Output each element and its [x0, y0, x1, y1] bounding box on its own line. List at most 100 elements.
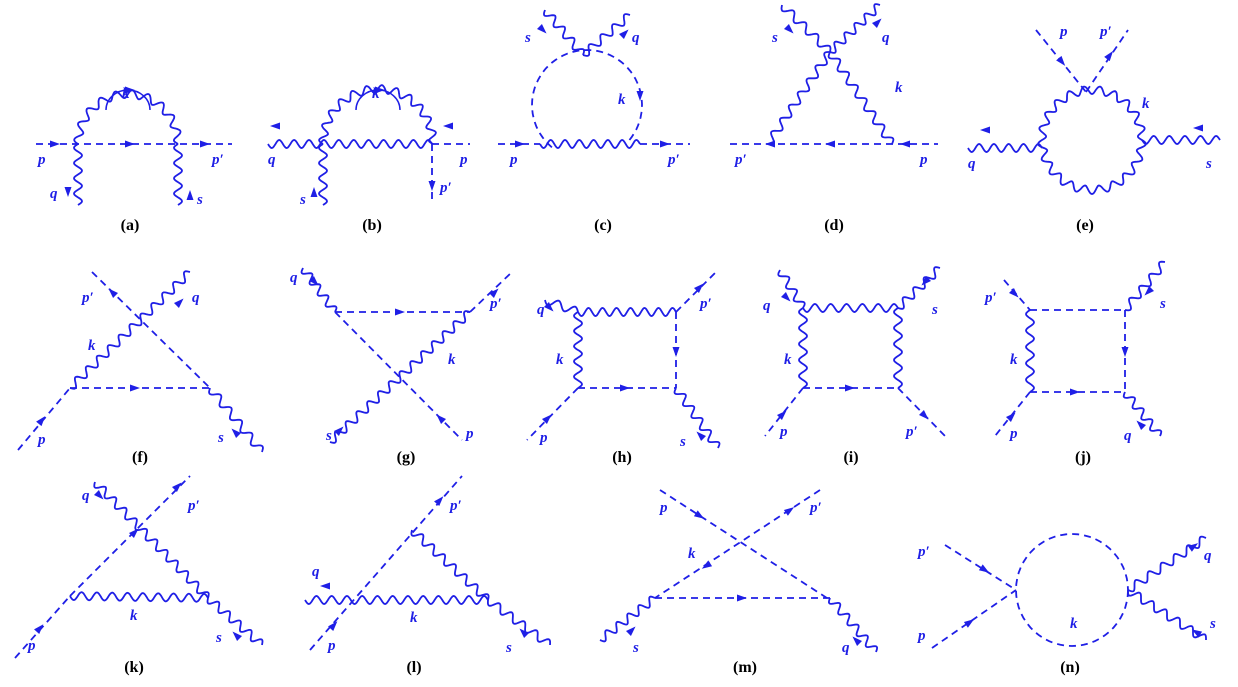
momentum-label: p	[1058, 24, 1068, 40]
photon-propagator	[543, 9, 585, 56]
momentum-label: q	[842, 640, 850, 656]
momentum-label: p′	[733, 152, 747, 168]
diagram-caption: (k)	[124, 659, 144, 676]
photon-propagator	[487, 599, 551, 646]
momentum-label: p	[538, 430, 548, 446]
momentum-label: p′	[808, 500, 822, 516]
momentum-label: k	[1010, 352, 1018, 368]
momentum-arrow	[443, 122, 453, 130]
momentum-label: p′	[1098, 24, 1112, 40]
momentum-label: p	[458, 152, 468, 168]
momentum-arrow	[871, 18, 882, 29]
momentum-arrow	[1136, 420, 1147, 431]
momentum-arrow	[395, 308, 405, 316]
photon-propagator	[1124, 260, 1166, 312]
momentum-arrow	[1121, 347, 1129, 357]
photon-propagator	[967, 143, 1043, 153]
momentum-label: s	[196, 192, 203, 208]
photon-propagator	[780, 4, 832, 53]
diagram-caption: (n)	[1060, 659, 1080, 676]
momentum-label: p	[658, 500, 668, 516]
photon-propagator	[599, 595, 656, 643]
momentum-label: p′	[438, 180, 452, 196]
momentum-label: q	[192, 290, 200, 306]
momentum-label: p	[26, 638, 36, 654]
photon-propagator	[802, 303, 899, 313]
photon-propagator	[829, 3, 881, 54]
photon-propagator	[1122, 391, 1163, 437]
photon-loop	[1037, 85, 1147, 195]
momentum-label: p′	[210, 152, 224, 168]
momentum-label: s	[524, 30, 531, 46]
momentum-arrow	[232, 631, 243, 642]
momentum-label: k	[88, 338, 96, 354]
photon-propagator	[410, 529, 490, 601]
momentum-label: k	[372, 86, 380, 102]
momentum-label: q	[290, 270, 298, 286]
momentum-arrow	[536, 23, 547, 34]
momentum-arrow	[696, 431, 707, 442]
momentum-arrow	[171, 482, 182, 493]
scalar-propagator	[14, 595, 71, 659]
momentum-label: k	[556, 352, 564, 368]
momentum-label: p′	[916, 544, 930, 560]
momentum-label: p	[326, 638, 336, 654]
momentum-arrow	[270, 122, 280, 130]
momentum-arrow	[36, 416, 46, 427]
momentum-arrow	[310, 187, 318, 197]
photon-propagator	[208, 387, 264, 453]
momentum-arrow	[328, 621, 338, 632]
momentum-arrow	[1005, 412, 1016, 423]
momentum-arrow	[693, 510, 705, 519]
momentum-arrow	[1193, 124, 1203, 132]
momentum-arrow	[1070, 388, 1080, 396]
momentum-arrow	[693, 283, 704, 294]
momentum-arrow	[333, 426, 344, 437]
photon-propagator	[827, 597, 879, 653]
photon-propagator	[329, 310, 471, 444]
momentum-label: p	[508, 152, 518, 168]
momentum-label: s	[931, 302, 938, 318]
momentum-label: k	[130, 608, 138, 624]
diagram-caption: (f)	[132, 449, 148, 466]
photon-propagator	[173, 143, 183, 206]
diagram-caption: (e)	[1076, 217, 1094, 234]
momentum-arrow	[108, 288, 119, 299]
momentum-label: s	[632, 640, 639, 656]
momentum-arrow	[436, 414, 447, 425]
momentum-label: k	[688, 546, 696, 562]
diagram-caption: (d)	[824, 217, 844, 234]
momentum-arrow	[34, 624, 44, 635]
momentum-arrow	[1056, 55, 1066, 66]
momentum-arrow	[1191, 629, 1203, 638]
momentum-arrow	[93, 489, 104, 500]
momentum-label: s	[771, 30, 778, 46]
photon-propagator	[73, 143, 83, 206]
momentum-label: s	[217, 430, 224, 446]
scalar-propagator	[944, 544, 1017, 591]
diagram-caption: (m)	[733, 659, 757, 676]
momentum-arrow	[845, 384, 855, 392]
momentum-arrow	[125, 140, 135, 148]
momentum-label: k	[122, 86, 130, 102]
momentum-label: p′	[904, 424, 918, 440]
photon-propagator	[1025, 309, 1035, 393]
momentum-arrow	[519, 628, 530, 639]
momentum-arrow	[515, 140, 525, 148]
momentum-label: q	[268, 152, 276, 168]
momentum-arrow	[783, 507, 795, 516]
diagram-caption: (a)	[121, 217, 140, 234]
diagram-caption: (h)	[612, 449, 632, 466]
momentum-label: q	[537, 302, 545, 318]
scalar-propagator	[1085, 29, 1129, 93]
momentum-label: p	[1008, 426, 1018, 442]
diagram-caption: (b)	[362, 217, 382, 234]
photon-propagator	[1127, 590, 1207, 640]
momentum-label: k	[618, 92, 626, 108]
photon-propagator	[577, 307, 677, 317]
